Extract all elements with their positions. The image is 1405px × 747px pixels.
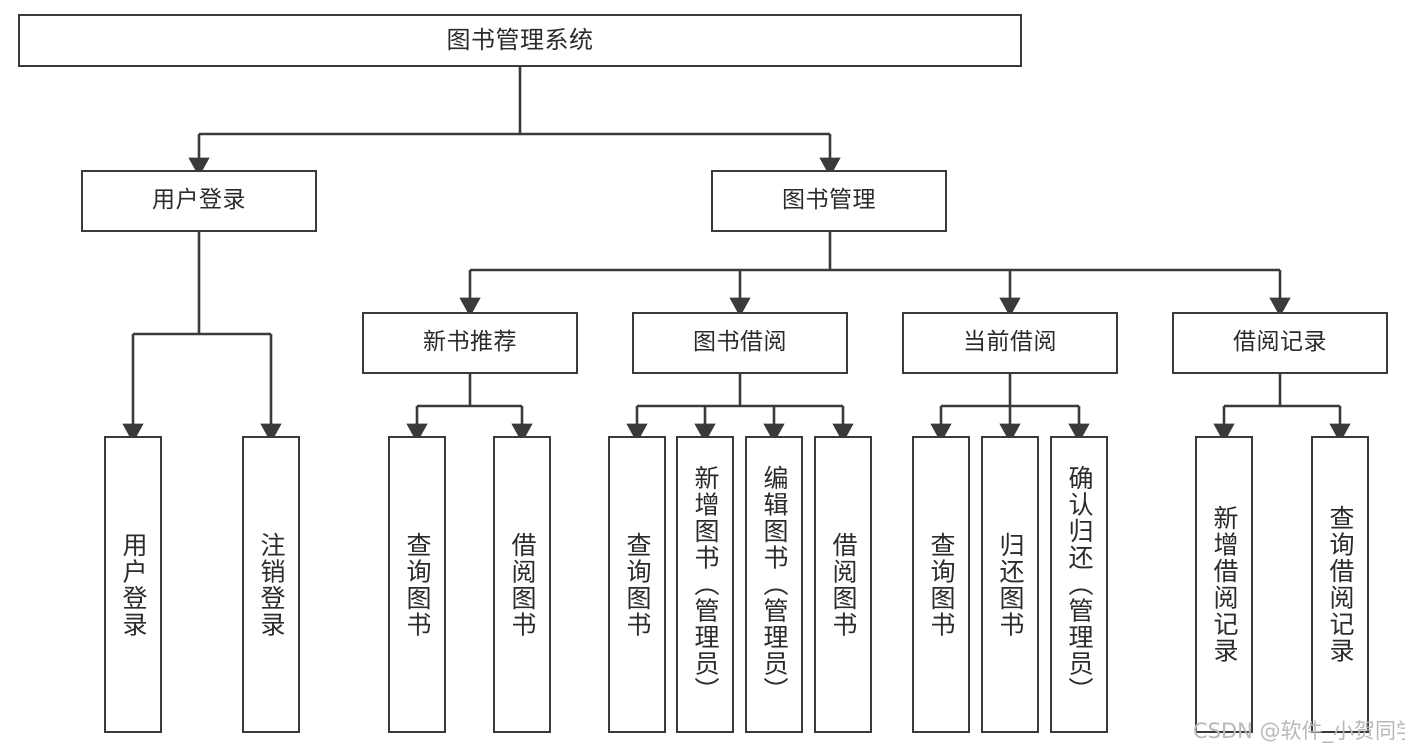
node-label: 编辑图书（管理员） [760,465,789,704]
node-label: 用户登录 [119,531,148,638]
node-leaf-query-borrow-record[interactable]: 查询借阅记录 [1311,436,1369,733]
node-leaf-add-borrow-record[interactable]: 新增借阅记录 [1195,436,1253,733]
node-leaf-user-logout[interactable]: 注销登录 [242,436,300,733]
node-label: 图书借阅 [693,329,787,356]
node-label: 新书推荐 [423,329,517,356]
node-leaf-edit-book-admin[interactable]: 编辑图书（管理员） [745,436,803,733]
node-root-book-management-system[interactable]: 图书管理系统 [18,14,1022,67]
node-book-borrow[interactable]: 图书借阅 [632,312,848,374]
node-new-book-recommend[interactable]: 新书推荐 [362,312,578,374]
node-label: 新增图书（管理员） [691,465,720,704]
node-leaf-user-login[interactable]: 用户登录 [104,436,162,733]
node-current-borrow[interactable]: 当前借阅 [902,312,1118,374]
node-borrow-record[interactable]: 借阅记录 [1172,312,1388,374]
node-label: 查询借阅记录 [1326,505,1355,664]
node-label: 查询图书 [927,531,956,638]
node-leaf-confirm-return-admin[interactable]: 确认归还（管理员） [1050,436,1108,733]
node-leaf-query-book-current[interactable]: 查询图书 [912,436,970,733]
node-leaf-query-book-recommend[interactable]: 查询图书 [388,436,446,733]
node-label: 确认归还（管理员） [1065,465,1094,704]
node-leaf-borrow-book-recommend[interactable]: 借阅图书 [493,436,551,733]
node-label: 图书管理系统 [446,26,594,55]
node-book-management[interactable]: 图书管理 [711,170,947,232]
node-user-login[interactable]: 用户登录 [81,170,317,232]
node-leaf-query-book-borrow[interactable]: 查询图书 [608,436,666,733]
node-label: 归还图书 [996,531,1025,638]
node-label: 图书管理 [782,187,876,214]
node-label: 查询图书 [623,531,652,638]
node-label: 借阅图书 [829,531,858,638]
node-leaf-return-book[interactable]: 归还图书 [981,436,1039,733]
node-label: 借阅记录 [1233,329,1327,356]
node-label: 当前借阅 [963,329,1057,356]
csdn-watermark: CSDN @软件_小贺同学 [1193,719,1405,743]
node-leaf-borrow-book[interactable]: 借阅图书 [814,436,872,733]
node-label: 借阅图书 [508,531,537,638]
node-label: 用户登录 [152,187,246,214]
node-label: 注销登录 [257,531,286,638]
node-leaf-add-book-admin[interactable]: 新增图书（管理员） [676,436,734,733]
node-label: 查询图书 [403,531,432,638]
node-label: 新增借阅记录 [1210,505,1239,664]
